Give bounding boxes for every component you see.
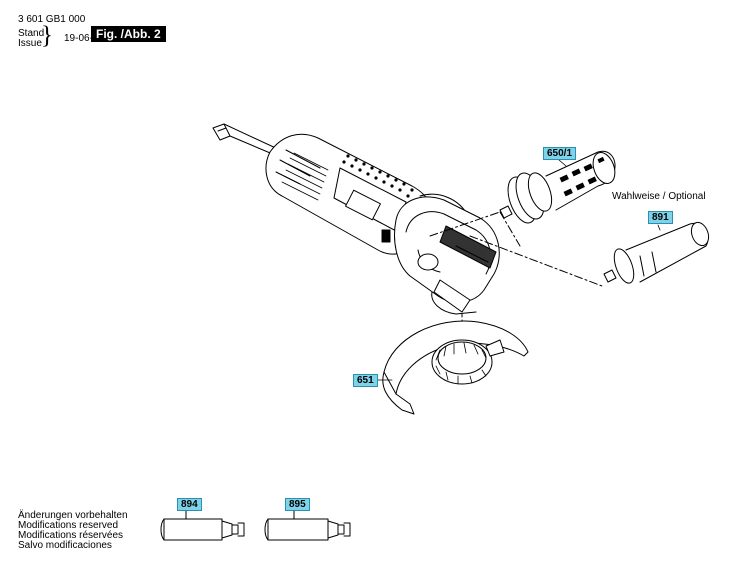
optional-handle-891 xyxy=(603,221,710,284)
disclaimer-block: Änderungen vorbehalten Modifications res… xyxy=(18,511,128,551)
gear-head xyxy=(394,196,500,315)
stand-label: Stand xyxy=(18,28,45,39)
disclaimer-line: Modifications reserved xyxy=(18,520,119,531)
part-label-894: 894 xyxy=(177,498,202,511)
figure-label: Fig. /Abb. 2 xyxy=(91,26,166,42)
angle-grinder-body xyxy=(265,133,469,255)
part-label-895: 895 xyxy=(285,498,310,511)
side-handle-650-1 xyxy=(499,150,616,224)
wheel-guard xyxy=(382,320,529,415)
optional-note: Wahlweise / Optional xyxy=(612,191,706,202)
part-label-650-1: 650/1 xyxy=(543,147,577,160)
disclaimer-line: Modifications réservées xyxy=(18,530,124,541)
grease-tube-894 xyxy=(160,509,245,541)
issue-label: Issue xyxy=(18,38,42,49)
brace-symbol: } xyxy=(41,22,53,49)
power-cord xyxy=(212,123,283,159)
part-label-891: 891 xyxy=(648,211,673,224)
issue-date: 19-06-12 xyxy=(64,33,105,44)
disclaimer-line: Salvo modificaciones xyxy=(18,540,112,551)
disclaimer-line: Änderungen vorbehalten xyxy=(18,510,128,521)
grease-tube-895 xyxy=(264,509,351,541)
document-number: 3 601 GB1 000 xyxy=(18,14,86,25)
part-label-651: 651 xyxy=(353,374,378,387)
